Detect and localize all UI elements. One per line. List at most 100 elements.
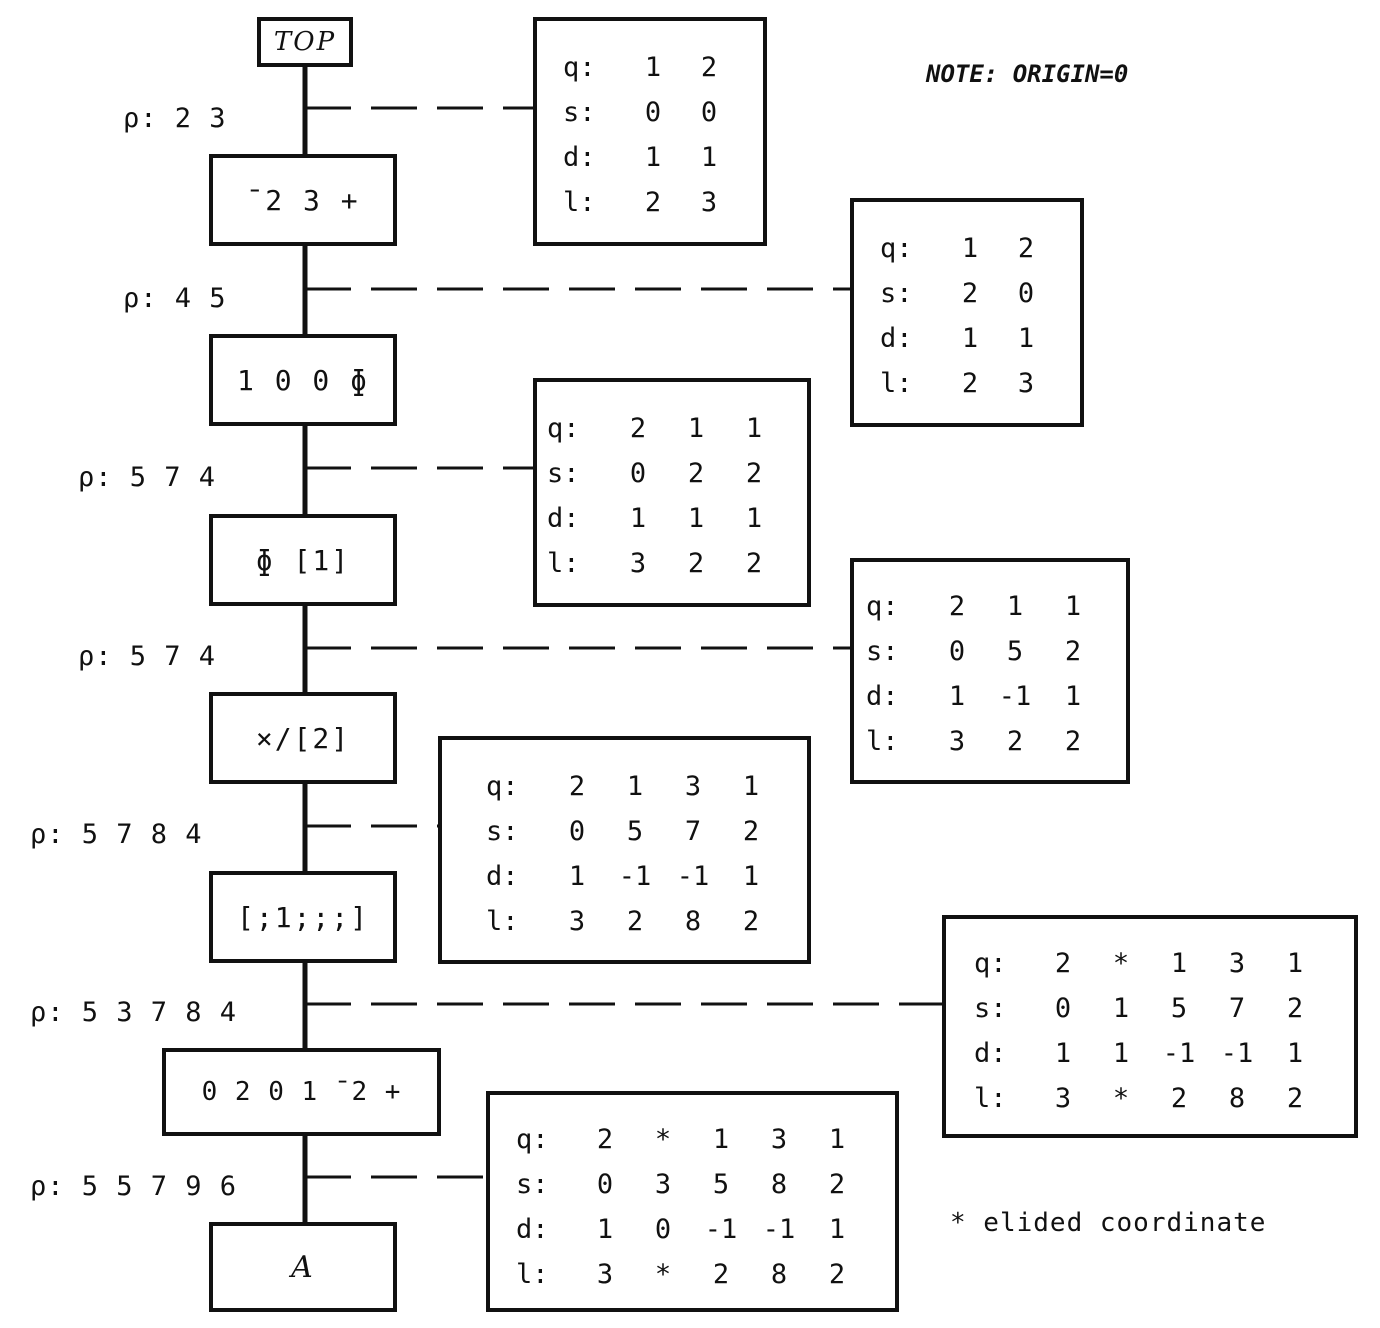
cell: 1 <box>742 861 760 892</box>
row-label: l: <box>563 187 596 218</box>
operator-box-6: 0 2 0 1 ¯2 + <box>162 1048 441 1136</box>
operator-box-7: A <box>209 1222 397 1312</box>
cell: 2 <box>687 548 705 579</box>
row-label: s: <box>486 816 519 847</box>
cell: 2 <box>961 278 979 309</box>
cell: -1 <box>618 861 652 892</box>
row-label: l: <box>880 368 913 399</box>
cell: 2 <box>1054 948 1072 979</box>
operator-box-5: [;1;;;] <box>209 871 397 963</box>
cell: 2 <box>568 771 586 802</box>
cell: * <box>654 1259 672 1290</box>
cell: 1 <box>1017 323 1035 354</box>
cell: 2 <box>1286 993 1304 1024</box>
cell: 0 <box>1017 278 1035 309</box>
cell: 1 <box>712 1124 730 1155</box>
cell: 1 <box>1286 1038 1304 1069</box>
row-label: s: <box>516 1169 549 1200</box>
operator-label: ¯2 3 + <box>246 183 360 217</box>
cell: 0 <box>1054 993 1072 1024</box>
cell: 1 <box>948 681 966 712</box>
cell: 3 <box>1054 1083 1072 1114</box>
cell: -1 <box>762 1214 796 1245</box>
cell: 2 <box>828 1169 846 1200</box>
cell: 1 <box>1064 591 1082 622</box>
rho-label-6: ρ: 5 3 7 8 4 <box>30 997 238 1028</box>
operator-label: [;1;;;] <box>236 900 369 934</box>
cell: 2 <box>745 548 763 579</box>
row-label: d: <box>880 323 913 354</box>
row-label: s: <box>974 993 1007 1024</box>
l-row: l: 2 3 <box>563 180 737 225</box>
row-label: l: <box>547 548 580 579</box>
cell: 1 <box>1286 948 1304 979</box>
cell: 2 <box>1286 1083 1304 1114</box>
rho-label-4: ρ: 5 7 4 <box>78 641 217 672</box>
cell: 3 <box>948 726 966 757</box>
cell: 0 <box>644 97 662 128</box>
cell: 1 <box>644 52 662 83</box>
cell: 2 <box>712 1259 730 1290</box>
cell: 5 <box>626 816 644 847</box>
cell: 2 <box>948 591 966 622</box>
cell: 2 <box>1064 636 1082 667</box>
cell: 3 <box>700 187 718 218</box>
cell: 1 <box>1006 591 1024 622</box>
cell: 2 <box>626 906 644 937</box>
cell: 3 <box>770 1124 788 1155</box>
row-label: d: <box>516 1214 549 1245</box>
cell: 3 <box>1228 948 1246 979</box>
row-label: q: <box>563 52 596 83</box>
cell: 1 <box>745 503 763 534</box>
cell: 2 <box>644 187 662 218</box>
row-label: s: <box>563 97 596 128</box>
row-label: q: <box>974 948 1007 979</box>
operator-box-3: ɸ [1] <box>209 514 397 606</box>
cell: 1 <box>626 771 644 802</box>
cell: 3 <box>1017 368 1035 399</box>
cell: 1 <box>828 1124 846 1155</box>
cell: 3 <box>596 1259 614 1290</box>
cell: 3 <box>654 1169 672 1200</box>
row-label: l: <box>516 1259 549 1290</box>
cell: 2 <box>828 1259 846 1290</box>
cell: 5 <box>712 1169 730 1200</box>
cell: 1 <box>687 503 705 534</box>
elided-legend: * elided coordinate <box>950 1208 1267 1238</box>
cell: 1 <box>1054 1038 1072 1069</box>
rho-label-1: ρ: 2 3 <box>123 103 227 134</box>
cell: * <box>1112 1083 1130 1114</box>
cell: 0 <box>948 636 966 667</box>
cell: 1 <box>1112 1038 1130 1069</box>
rho-label-7: ρ: 5 5 7 9 6 <box>30 1171 238 1202</box>
cell: 8 <box>770 1259 788 1290</box>
cell: 1 <box>700 142 718 173</box>
cell: 3 <box>629 548 647 579</box>
cell: 2 <box>687 458 705 489</box>
row-label: s: <box>547 458 580 489</box>
row-label: s: <box>866 636 899 667</box>
